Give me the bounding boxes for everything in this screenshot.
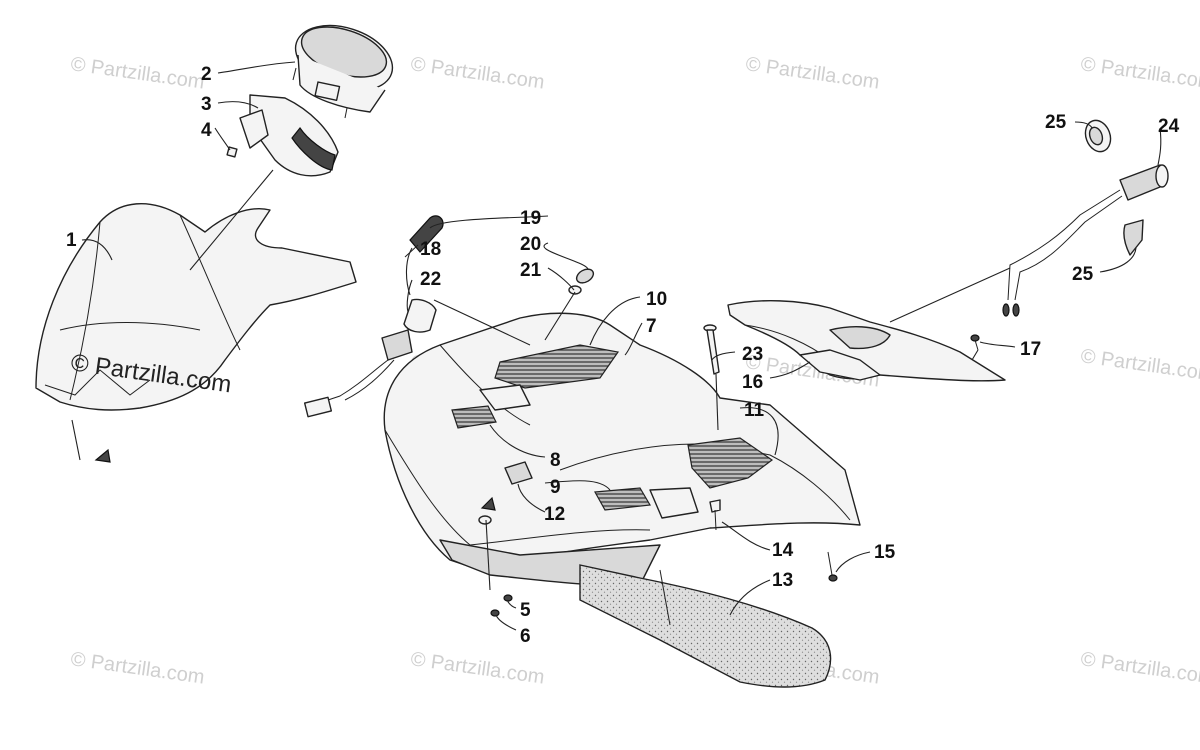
callout-9[interactable]: 9 — [550, 477, 561, 498]
part-17-screw[interactable] — [970, 334, 980, 351]
part-23-bolt[interactable] — [703, 324, 720, 375]
callout-7[interactable]: 7 — [646, 316, 657, 337]
callout-18[interactable]: 18 — [420, 239, 441, 260]
callout-23[interactable]: 23 — [742, 344, 763, 365]
callout-21[interactable]: 21 — [520, 260, 542, 281]
part-1-nose-cover[interactable] — [35, 203, 357, 411]
watermark: © Partzilla.com — [1079, 53, 1200, 94]
callout-14[interactable]: 14 — [772, 540, 794, 561]
part-18-22-harness[interactable] — [303, 298, 437, 418]
callouts: 1 2 3 4 5 6 7 8 9 10 11 12 13 14 15 16 1… — [66, 64, 1180, 647]
part-2-gauge[interactable] — [287, 14, 401, 119]
part-25-ring[interactable] — [1081, 117, 1114, 155]
callout-25[interactable]: 25 — [1072, 264, 1094, 285]
callout-24[interactable]: 24 — [1158, 116, 1180, 137]
part-3-bezel[interactable] — [239, 94, 339, 177]
callout-12[interactable]: 12 — [544, 504, 565, 525]
part-20-washer[interactable] — [574, 266, 596, 285]
watermark: © Partzilla.com — [1079, 345, 1200, 386]
watermark: © Partzilla.com — [69, 53, 206, 94]
part-24-throttle-cable[interactable] — [1002, 164, 1169, 317]
callout-2[interactable]: 2 — [201, 64, 212, 85]
watermark: © Partzilla.com — [69, 648, 206, 689]
callout-4[interactable]: 4 — [201, 120, 212, 141]
callout-25[interactable]: 25 — [1045, 112, 1067, 133]
callout-15[interactable]: 15 — [874, 542, 896, 563]
watermark: © Partzilla.com — [409, 53, 546, 94]
reference-markers — [94, 448, 496, 511]
callout-3[interactable]: 3 — [201, 94, 212, 115]
callout-20[interactable]: 20 — [520, 234, 541, 255]
triangle-marker-icon — [480, 496, 496, 511]
part-11-grip-pad[interactable] — [687, 437, 774, 489]
part-9-grip-pad[interactable] — [594, 487, 699, 519]
callout-1[interactable]: 1 — [66, 230, 77, 251]
callout-19[interactable]: 19 — [520, 208, 541, 229]
part-12-plug[interactable] — [504, 461, 533, 485]
watermark: © Partzilla.com — [409, 648, 546, 689]
part-16-rear-cover[interactable] — [727, 300, 1006, 382]
leader-lines — [71, 61, 1162, 631]
part-15-screw[interactable] — [827, 551, 838, 582]
callout-5[interactable]: 5 — [520, 600, 531, 621]
callout-22[interactable]: 22 — [420, 269, 441, 290]
callout-10[interactable]: 10 — [646, 289, 667, 310]
callout-17[interactable]: 17 — [1020, 339, 1041, 360]
part-25-clip[interactable] — [1123, 219, 1144, 256]
callout-11[interactable]: 11 — [744, 400, 765, 421]
callout-6[interactable]: 6 — [520, 626, 531, 647]
callout-13[interactable]: 13 — [772, 570, 793, 591]
watermark: © Partzilla.com — [1079, 648, 1200, 689]
part-5-6-fasteners[interactable] — [478, 515, 513, 617]
part-8-grip-pad[interactable] — [451, 384, 531, 429]
watermark: © Partzilla.com — [744, 53, 881, 94]
part-14-screw[interactable] — [709, 499, 721, 531]
callout-8[interactable]: 8 — [550, 450, 561, 471]
triangle-marker-icon — [94, 448, 111, 463]
callout-16[interactable]: 16 — [742, 372, 763, 393]
part-10-grip-pad[interactable] — [494, 344, 620, 389]
